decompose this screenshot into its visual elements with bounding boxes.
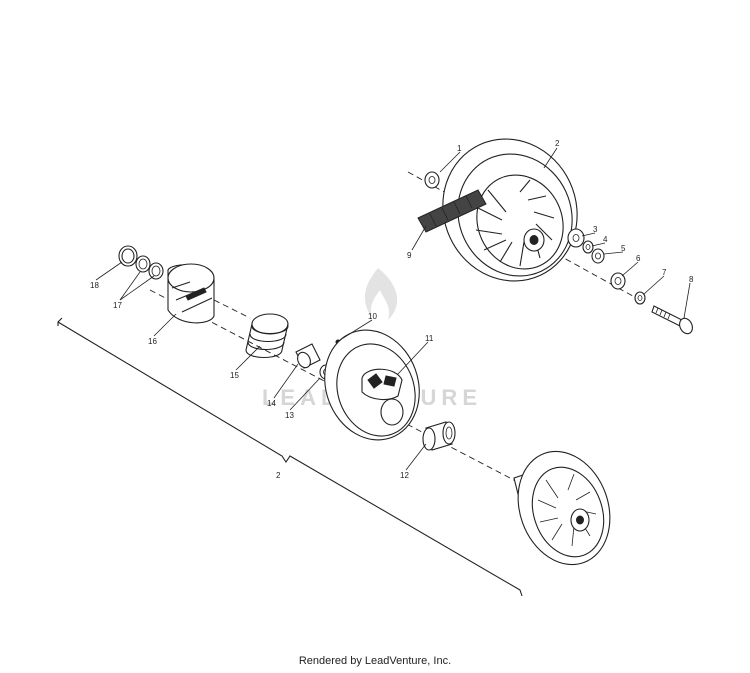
callout-17: 17 <box>113 301 122 310</box>
part-6-washer <box>610 272 626 290</box>
callout-14: 14 <box>267 399 276 408</box>
assembly-bracket <box>57 317 523 597</box>
part-12-sleeve <box>422 421 456 451</box>
part-9-belt <box>417 189 487 233</box>
part-11-movable-sheave <box>324 329 420 441</box>
part-5-washer <box>591 248 605 264</box>
callout-18: 18 <box>90 281 99 290</box>
callout-1: 1 <box>457 144 462 153</box>
part-17-rings <box>135 255 164 280</box>
part-16-cam <box>167 263 215 324</box>
part-1-washer <box>424 171 440 189</box>
callout-9: 9 <box>407 251 412 260</box>
part-18-snap-ring <box>118 245 138 267</box>
callout-13: 13 <box>285 411 294 420</box>
part-2-sheave-lower <box>513 450 611 566</box>
callout-8: 8 <box>689 275 694 284</box>
footer-credit: Rendered by LeadVenture, Inc. <box>298 655 452 667</box>
callout-2-upper: 2 <box>555 139 560 148</box>
part-8-bolt <box>651 305 693 335</box>
callout-7: 7 <box>662 268 667 277</box>
part-4-washer <box>582 240 594 254</box>
part-3-washer <box>567 228 585 248</box>
callout-15: 15 <box>230 371 239 380</box>
callout-2-assembly: 2 <box>276 471 281 480</box>
part-7-lock-washer <box>634 291 646 305</box>
callout-6: 6 <box>636 254 641 263</box>
callout-3: 3 <box>593 225 598 234</box>
leader-lines <box>95 147 691 471</box>
part-14-bushing <box>295 343 321 369</box>
callout-16: 16 <box>148 337 157 346</box>
callout-11: 11 <box>425 334 434 343</box>
part-2-sheave-upper <box>442 138 578 282</box>
callout-labels: 1 2 3 4 5 6 7 8 9 10 11 12 13 14 15 16 1… <box>90 139 694 480</box>
watermark-flame-icon <box>364 268 398 320</box>
callout-5: 5 <box>621 244 626 253</box>
callout-4: 4 <box>603 235 608 244</box>
part-15-spring <box>245 313 289 359</box>
callout-12: 12 <box>400 471 409 480</box>
callout-10: 10 <box>368 312 377 321</box>
axis-16-15 <box>213 299 251 319</box>
